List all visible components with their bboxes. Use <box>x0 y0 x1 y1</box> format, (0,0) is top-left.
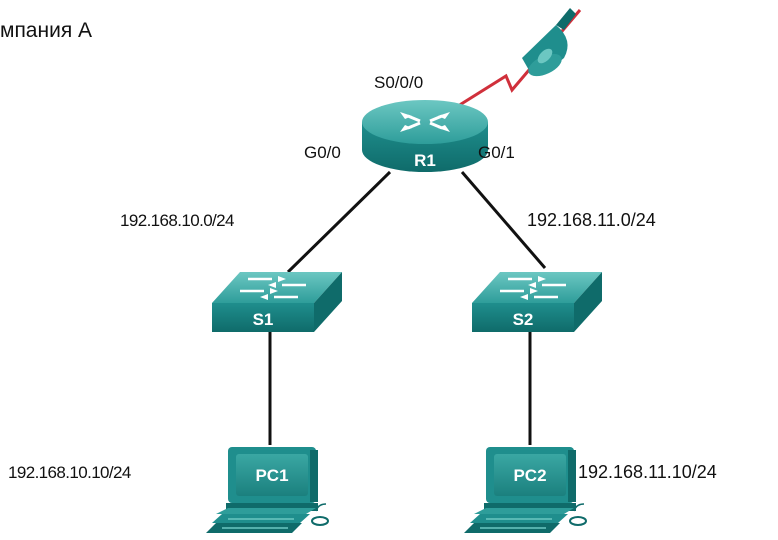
network-label-right: 192.168.11.0/24 <box>527 210 656 230</box>
router-r1[interactable]: R1 <box>362 100 488 172</box>
cable-r1-s2 <box>460 171 547 269</box>
cloud-link-antenna-icon <box>522 8 576 77</box>
switch-s1[interactable]: S1 <box>212 272 342 332</box>
switch-icon <box>212 272 342 332</box>
port-label-g00: G0/0 <box>304 143 341 162</box>
pc-icon <box>206 447 329 533</box>
pc-pc1[interactable]: PC1 <box>206 447 329 533</box>
pc-pc1-label: PC1 <box>255 466 288 485</box>
pc-icon <box>464 447 587 533</box>
pc2-ip-label: 192.168.11.10/24 <box>578 462 717 482</box>
switch-s2-label: S2 <box>513 310 534 329</box>
switch-s1-label: S1 <box>253 310 274 329</box>
pc-pc2-label: PC2 <box>513 466 546 485</box>
diagram-title: мпания А <box>0 19 92 42</box>
network-label-left: 192.168.10.0/24 <box>120 211 234 230</box>
switch-s2[interactable]: S2 <box>472 272 602 332</box>
router-icon <box>362 100 488 172</box>
cable-r1-s1 <box>286 170 392 274</box>
router-r1-label: R1 <box>414 151 436 170</box>
switch-icon <box>472 272 602 332</box>
pc1-ip-label: 192.168.10.10/24 <box>8 463 131 482</box>
port-label-g01: G0/1 <box>478 143 515 162</box>
pc-pc2[interactable]: PC2 <box>464 447 587 533</box>
port-label-serial: S0/0/0 <box>374 73 423 92</box>
